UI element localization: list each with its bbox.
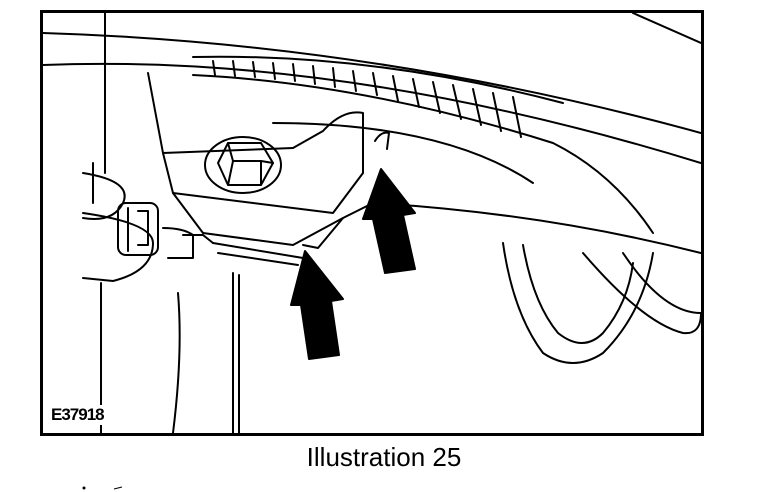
hex-bolt xyxy=(204,136,282,194)
illustration-caption: Illustration 25 xyxy=(306,442,462,472)
figure-code: E37918 xyxy=(49,405,106,425)
hose-clamp xyxy=(82,172,214,282)
upper-body-panel xyxy=(43,13,701,164)
left-frame-rail xyxy=(92,13,106,433)
illustration-frame: E37918 xyxy=(40,10,704,436)
stray-marks xyxy=(82,486,123,490)
technical-line-drawing xyxy=(43,13,701,433)
bracket-tab xyxy=(374,131,390,150)
corrugated-hose xyxy=(192,55,654,234)
stray-tick xyxy=(113,486,123,490)
arrow-upper-right xyxy=(362,168,416,274)
right-pipe-loop xyxy=(502,242,701,364)
mounting-bracket xyxy=(162,111,701,266)
lower-support xyxy=(172,272,240,433)
stray-dot xyxy=(82,486,86,490)
indicator-arrows xyxy=(290,168,416,360)
arrow-lower-center xyxy=(290,250,344,360)
